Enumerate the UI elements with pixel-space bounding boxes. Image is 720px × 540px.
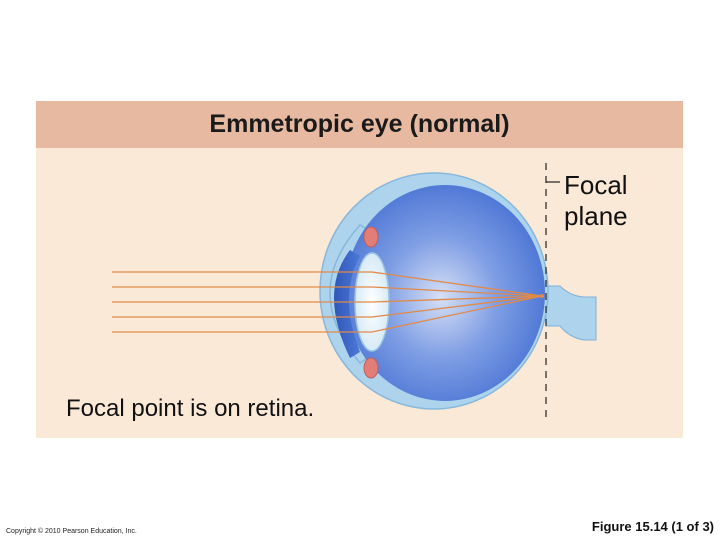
light-ray — [112, 295, 543, 303]
focal-point — [540, 294, 544, 298]
title-main: Emmetropic eye — [209, 110, 403, 138]
title-qualifier: (normal) — [409, 110, 510, 138]
iris — [334, 250, 360, 358]
focal-plane-label-line1: Focal — [564, 170, 628, 200]
focal-plane-label-line2: plane — [564, 201, 628, 231]
vitreous-body — [345, 185, 545, 401]
diagram-title: Emmetropic eye (normal) — [36, 101, 683, 148]
figure-number: Figure 15.14 (1 of 3) — [591, 519, 714, 534]
focal-plane-label: Focal plane — [564, 170, 628, 232]
light-rays — [112, 271, 543, 333]
light-ray — [112, 295, 543, 333]
diagram-caption: Focal point is on retina. — [66, 395, 315, 422]
optic-nerve — [545, 285, 597, 341]
light-ray — [112, 286, 543, 297]
ciliary-body-bottom — [363, 357, 379, 379]
copyright-notice: Copyright © 2010 Pearson Education, Inc. — [6, 528, 137, 535]
light-ray — [112, 271, 543, 297]
light-ray — [112, 295, 543, 318]
ciliary-body-top — [363, 226, 379, 248]
